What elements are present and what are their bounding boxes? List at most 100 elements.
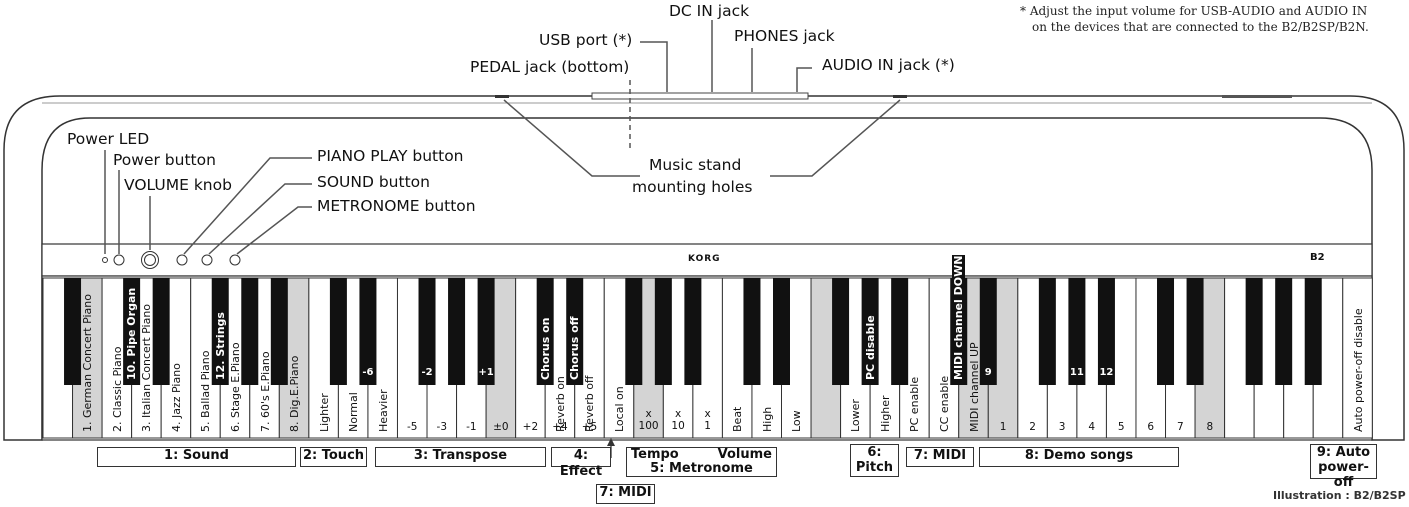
white-key-short-label: +4 bbox=[552, 421, 568, 433]
white-key-label: 7. 60's E.Piano bbox=[258, 351, 272, 432]
white-key-short-label: x 10 bbox=[671, 408, 685, 432]
stand-leader-left bbox=[503, 99, 640, 177]
white-key-label: 6. Stage E.Piano bbox=[229, 342, 242, 432]
black-key-label: 12. Strings bbox=[213, 311, 227, 381]
white-key-label: Normal bbox=[347, 392, 361, 432]
volume-label: Volume bbox=[717, 447, 772, 462]
black-key-short-label: 12 bbox=[1099, 367, 1114, 378]
sound-leader bbox=[208, 183, 312, 255]
stand-leader-right bbox=[770, 99, 901, 177]
black-key bbox=[773, 278, 790, 385]
black-key-label: 10. Pipe Organ bbox=[125, 286, 139, 381]
volume-knob-label: VOLUME knob bbox=[124, 176, 232, 194]
black-key bbox=[1157, 278, 1175, 385]
black-key bbox=[418, 278, 436, 385]
white-key-short-label: -3 bbox=[436, 421, 448, 433]
black-key bbox=[64, 278, 82, 385]
white-key-label: 2. Classic Piano bbox=[110, 346, 124, 432]
black-key bbox=[891, 278, 909, 385]
black-key bbox=[329, 278, 347, 385]
white-key-short-label: +2 bbox=[522, 421, 539, 433]
white-key-short-label: ±0 bbox=[493, 421, 509, 433]
midi-arrow-icon bbox=[607, 438, 615, 446]
black-key bbox=[152, 278, 170, 385]
white-key-label: High bbox=[760, 406, 774, 432]
white-key-label: Higher bbox=[878, 395, 892, 432]
white-key-short-label: 1 bbox=[999, 421, 1007, 433]
model-label: B2 bbox=[1310, 252, 1325, 263]
white-key-short-label: 6 bbox=[1147, 421, 1155, 433]
black-key bbox=[359, 278, 377, 385]
volume-knob-inner bbox=[144, 254, 156, 266]
white-key-short-label: 4 bbox=[1088, 421, 1095, 433]
stand-hole-left bbox=[495, 95, 509, 98]
white-key-short-label: +5 bbox=[581, 421, 598, 433]
white-key bbox=[1342, 277, 1373, 439]
black-key bbox=[1038, 278, 1056, 385]
black-key bbox=[448, 278, 466, 385]
black-key bbox=[654, 278, 672, 385]
black-key bbox=[1275, 278, 1293, 385]
white-key-short-label: -1 bbox=[466, 421, 477, 433]
audio-in-label: AUDIO IN jack (*) bbox=[822, 56, 955, 74]
black-key bbox=[1304, 278, 1322, 385]
control-panel bbox=[41, 243, 1373, 277]
white-key-label: CC enable bbox=[937, 375, 951, 432]
footnote: * Adjust the input volume for USB-AUDIO … bbox=[1020, 3, 1369, 35]
black-key-short-label: 9 bbox=[984, 367, 992, 378]
white-key-short-label: x 1 bbox=[704, 408, 711, 432]
black-key bbox=[832, 278, 850, 385]
illustration-credit: Illustration : B2/B2SP bbox=[1273, 489, 1406, 502]
black-key-short-label: -2 bbox=[421, 367, 433, 378]
stand-hole-right bbox=[893, 95, 907, 98]
black-key-label: MIDI channel DOWN bbox=[952, 254, 966, 381]
white-key-label: 8. Dig.E.Piano bbox=[288, 355, 302, 432]
metronome-button[interactable] bbox=[229, 254, 241, 266]
group-transpose: 3: Transpose bbox=[375, 447, 546, 467]
pedal-label: PEDAL jack (bottom) bbox=[470, 58, 630, 76]
piano-play-button[interactable] bbox=[176, 254, 188, 266]
music-stand-label-2: mounting holes bbox=[632, 178, 753, 196]
keyboard-keys bbox=[42, 277, 1373, 439]
rear-jack-strip bbox=[591, 92, 809, 100]
group-pitch: 6: Pitch bbox=[850, 444, 899, 477]
cabinet-outline bbox=[3, 95, 1405, 441]
metronome-sub: Tempo Volume bbox=[627, 448, 776, 462]
white-key-label: Lighter bbox=[317, 393, 331, 432]
rear-vent bbox=[1222, 95, 1292, 98]
group-touch: 2: Touch bbox=[300, 447, 367, 467]
white-key-label: Low bbox=[790, 410, 804, 432]
white-key-short-label: 7 bbox=[1176, 421, 1184, 433]
footnote-line-2: on the devices that are connected to the… bbox=[1032, 20, 1369, 34]
power-button-label: Power button bbox=[113, 151, 216, 169]
black-key-label: Chorus on bbox=[538, 316, 552, 381]
black-key bbox=[1097, 278, 1115, 385]
group-sound: 1: Sound bbox=[97, 447, 296, 467]
group-midi: 7: MIDI bbox=[906, 447, 974, 467]
black-key-short-label: 11 bbox=[1069, 367, 1084, 378]
power-led bbox=[102, 257, 108, 263]
white-key-short-label: x 100 bbox=[638, 408, 659, 432]
metronome-label: 5: Metronome bbox=[650, 461, 753, 476]
white-key-short-label: 8 bbox=[1206, 421, 1214, 433]
piano-play-label: PIANO PLAY button bbox=[317, 147, 464, 165]
white-key-label: Auto power-off disable bbox=[1351, 308, 1365, 432]
sound-button[interactable] bbox=[201, 254, 213, 266]
black-key-short-label: +1 bbox=[478, 367, 494, 378]
group-effect: 4: Effect bbox=[551, 447, 611, 479]
white-key-label: MIDI channel UP bbox=[967, 342, 981, 432]
usb-label: USB port (*) bbox=[539, 31, 633, 49]
group-demo-songs: 8: Demo songs bbox=[979, 447, 1179, 467]
pitch-label-1: 6: bbox=[867, 445, 882, 460]
power-button[interactable] bbox=[113, 254, 125, 266]
white-key-label: Lower bbox=[849, 399, 863, 432]
white-key-short-label: -5 bbox=[407, 421, 418, 433]
black-key bbox=[625, 278, 643, 385]
dc-in-label: DC IN jack bbox=[669, 2, 750, 20]
black-key-short-label: -6 bbox=[362, 367, 374, 378]
white-key-label: Local on bbox=[613, 386, 627, 432]
brand-logo: KORG bbox=[688, 254, 721, 264]
black-key bbox=[1186, 278, 1204, 385]
pitch-label-2: Pitch bbox=[855, 460, 894, 475]
power-led-label: Power LED bbox=[67, 130, 150, 148]
